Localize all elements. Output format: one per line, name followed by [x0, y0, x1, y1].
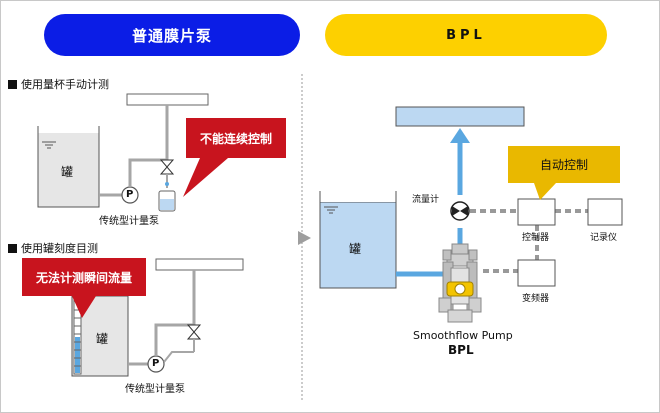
recorder-box: [587, 198, 623, 226]
callout-cannot-measure-instant-flow: 无法计测瞬间流量: [22, 258, 146, 296]
conventional-pump-header: 普通膜片泵: [44, 14, 300, 56]
tank2-label: 罐: [96, 332, 109, 346]
controller-box: [517, 198, 556, 226]
bpl-header: BPL: [325, 14, 607, 56]
flow-up-arrow-icon: [450, 128, 470, 143]
bpl-discharge-pipe: [395, 106, 525, 127]
auto-control-callout: 自动控制: [508, 146, 620, 183]
inverter-label: 变频器: [522, 294, 550, 304]
bullet-square-icon: [8, 79, 17, 89]
callout-no-continuous-control: 不能连续控制: [186, 118, 286, 158]
transition-arrow-icon: [298, 231, 311, 245]
pump2-symbol: P: [152, 358, 160, 369]
pump1-caption: 传统型计量泵: [99, 216, 159, 227]
inverter-box: [517, 259, 556, 287]
auto-control-tail: [534, 183, 556, 200]
pump-model: BPL: [448, 343, 474, 357]
recorder-label: 记录仪: [590, 233, 618, 243]
valve2-icon: [186, 324, 202, 333]
bpl-tank: [319, 201, 397, 289]
pump2-caption: 传统型计量泵: [125, 384, 185, 395]
section2-title: 使用罐刻度目测: [8, 240, 98, 256]
bpl-tank-label: 罐: [349, 242, 362, 256]
tank1-label: 罐: [61, 165, 74, 179]
flowmeter-label: 流量计: [412, 195, 440, 205]
valve1-icon: [159, 159, 175, 168]
callout2-tail: [72, 296, 96, 318]
controller-label: 控制器: [522, 233, 550, 243]
discharge-pipe2: [155, 258, 244, 271]
section1-title: 使用量杯手动计测: [8, 76, 109, 92]
bpl-pump-illustration: [438, 243, 482, 323]
callout1-tail: [183, 158, 228, 197]
pump-name: Smoothflow Pump: [413, 329, 513, 342]
pump1-symbol: P: [126, 189, 134, 200]
bullet-square-icon: [8, 243, 17, 253]
discharge-pipe1: [126, 93, 209, 106]
